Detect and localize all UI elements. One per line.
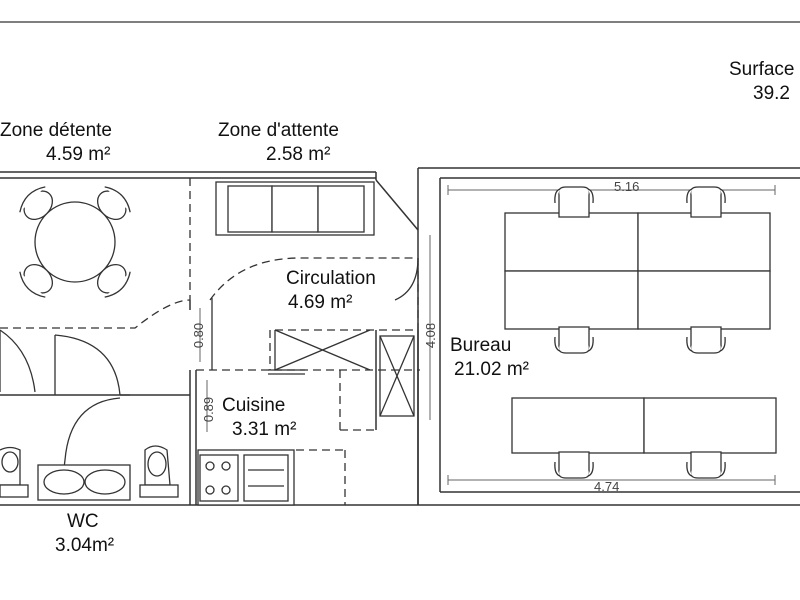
interior-walls [0, 300, 419, 506]
room-area: 4.69 m² [288, 292, 353, 313]
cupboard [379, 335, 415, 417]
room-name: Bureau [450, 335, 512, 356]
chair [686, 186, 726, 218]
room-label-circulation: Circulation 4.69 m² [286, 267, 376, 315]
dashed-zone-boundaries [0, 178, 420, 505]
desk-chairs [554, 186, 726, 479]
left-zone-walls [0, 171, 377, 180]
chair [554, 326, 594, 354]
chair [554, 186, 594, 218]
dimension-bureau-top-width: 5.16 [614, 179, 640, 194]
room-area: 3.31 m² [232, 419, 297, 440]
sink [43, 469, 126, 495]
room-label-bureau: Bureau 21.02 m² [450, 334, 529, 382]
stove [199, 454, 239, 502]
urinal [144, 445, 171, 486]
room-area: 2.58 m² [266, 144, 331, 165]
dimension-door-cuisine: 0.89 [201, 396, 217, 423]
circulation-doors [211, 257, 419, 375]
room-area: 4.59 m² [46, 144, 111, 165]
room-area: 3.04m² [55, 535, 115, 556]
dimension-door-circulation: 0.80 [191, 322, 207, 349]
room-name: Surface [729, 59, 795, 80]
chair [686, 451, 726, 479]
room-label-wc: WC 3.04m² [55, 510, 114, 558]
room-area: 39.2 [753, 83, 790, 104]
wc-fixtures [0, 445, 179, 501]
dimension-bureau-bottom-width: 4.74 [594, 479, 620, 494]
room-name: Circulation [286, 268, 376, 289]
room-label-attente: Zone d'attente 2.58 m² [218, 119, 339, 167]
room-label-surface: Surface 39.2 [729, 58, 794, 106]
urinal [0, 446, 21, 486]
room-label-cuisine: Cuisine 3.31 m² [222, 394, 296, 442]
room-area: 21.02 m² [454, 359, 529, 380]
room-name: Zone détente [0, 120, 112, 141]
room-name: Zone d'attente [218, 120, 339, 141]
room-label-detente: Zone détente 4.59 m² [0, 119, 112, 167]
room-name: Cuisine [222, 395, 286, 416]
door-dimension-lines [199, 308, 208, 432]
desk-cluster-bottom [511, 397, 777, 454]
round-table-set [19, 186, 131, 298]
room-name: WC [67, 511, 99, 532]
dimension-bureau-height: 4.08 [423, 322, 439, 349]
bureau-walls [375, 167, 800, 506]
kitchen-sink [243, 454, 289, 502]
kitchen-fixtures [197, 449, 295, 506]
chair [686, 326, 726, 354]
desk-cluster-top [504, 212, 771, 330]
sofa [215, 181, 375, 236]
chair [554, 451, 594, 479]
